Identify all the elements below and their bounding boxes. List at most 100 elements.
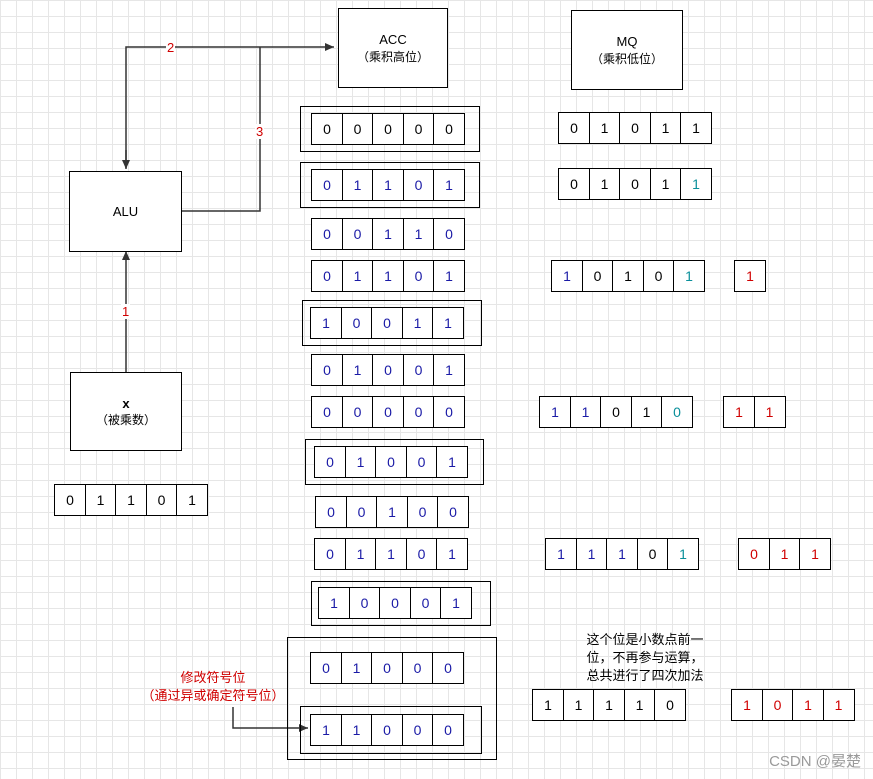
bit-cell: 1 <box>723 396 755 428</box>
bit-cell: 1 <box>310 307 342 339</box>
bit-cell: 0 <box>654 689 686 721</box>
acc-frame-1 <box>300 106 480 152</box>
bit-cell: 1 <box>341 354 374 386</box>
bit-cell: 1 <box>372 260 404 292</box>
mq-block: MQ （乘积低位） <box>571 10 683 90</box>
bit-cell: 0 <box>341 113 374 145</box>
shifted-out-register-1: 1 <box>734 260 766 292</box>
bit-cell: 1 <box>606 538 638 570</box>
bit-cell: 1 <box>340 714 373 746</box>
bit-cell: 0 <box>348 587 381 619</box>
alu-title: ALU <box>112 203 139 219</box>
bit-cell: 1 <box>630 396 663 428</box>
bit-cell: 1 <box>433 169 465 201</box>
bit-cell: 0 <box>372 113 404 145</box>
bit-cell: 1 <box>401 307 434 339</box>
bit-cell: 1 <box>344 538 377 570</box>
bit-cell: 0 <box>432 652 464 684</box>
bit-cell: 1 <box>310 714 342 746</box>
bit-cell: 1 <box>680 168 712 200</box>
bit-cell: 0 <box>405 538 438 570</box>
note-line-3: 总共进行了四次加法 <box>586 668 704 683</box>
x-subtitle: （被乘数） <box>95 413 156 428</box>
bit-cell: 1 <box>588 168 621 200</box>
bit-cell: 1 <box>372 169 404 201</box>
path-2-line <box>125 43 334 168</box>
bit-cell: 0 <box>402 354 435 386</box>
bit-cell: 1 <box>376 496 408 528</box>
bit-cell: 0 <box>311 260 343 292</box>
x-block: x （被乘数） <box>70 372 182 451</box>
bit-cell: 1 <box>440 587 472 619</box>
bit-cell: 1 <box>532 689 564 721</box>
bit-cell: 0 <box>401 652 434 684</box>
bit-cell: 0 <box>409 587 442 619</box>
bit-cell: 1 <box>649 168 682 200</box>
bit-cell: 0 <box>581 260 614 292</box>
bit-cell: 1 <box>562 689 595 721</box>
bit-cell: 0 <box>341 218 374 250</box>
bit-cell: 1 <box>545 538 577 570</box>
bit-cell: 1 <box>734 260 766 292</box>
arrow-label-3: 3 <box>255 124 265 139</box>
bit-cell: 0 <box>314 446 346 478</box>
bit-cell: 1 <box>402 218 435 250</box>
final-inner-frame <box>300 706 482 754</box>
bit-cell: 0 <box>558 112 590 144</box>
bit-cell: 1 <box>341 260 374 292</box>
final-outer-frame <box>287 637 497 760</box>
mq-title: MQ <box>616 34 638 50</box>
watermark: CSDN @晏楚 <box>769 753 861 770</box>
bit-cell: 0 <box>619 112 651 144</box>
acc-frame-8 <box>305 439 484 485</box>
bit-cell: 0 <box>311 169 343 201</box>
bit-cell: 0 <box>636 538 669 570</box>
bit-cell: 1 <box>432 307 464 339</box>
bit-cell: 1 <box>792 689 824 721</box>
bit-cell: 0 <box>379 587 411 619</box>
arrow-label-1: 1 <box>121 304 131 319</box>
bit-cell: 1 <box>588 112 621 144</box>
bit-cell: 1 <box>768 538 801 570</box>
bit-cell: 0 <box>433 113 465 145</box>
acc-frame-5 <box>302 300 482 346</box>
acc-subtitle: （乘积高位） <box>356 49 429 64</box>
arrow-label-2: 2 <box>166 40 176 55</box>
bit-cell: 1 <box>649 112 682 144</box>
bit-cell: 1 <box>673 260 705 292</box>
bit-cell: 0 <box>642 260 675 292</box>
bit-cell: 0 <box>371 307 403 339</box>
annotation-line-2: （通过异或确定符号位） <box>141 688 285 703</box>
bit-cell: 1 <box>667 538 699 570</box>
bit-cell: 1 <box>341 169 374 201</box>
bit-cell: 0 <box>401 714 434 746</box>
bit-cell: 1 <box>593 689 625 721</box>
bit-cell: 0 <box>372 354 404 386</box>
bit-cell: 0 <box>600 396 632 428</box>
bit-cell: 0 <box>311 113 343 145</box>
bit-cell: 0 <box>661 396 693 428</box>
bit-cell: 1 <box>623 689 656 721</box>
path-3-line <box>182 47 261 212</box>
annotation-arrow <box>232 707 308 732</box>
bit-cell: 1 <box>822 689 855 721</box>
bit-cell: 0 <box>402 396 435 428</box>
bit-cell: 0 <box>314 538 346 570</box>
acc-frame-2 <box>300 162 480 208</box>
bit-cell: 1 <box>372 218 404 250</box>
bit-cell: 0 <box>437 496 469 528</box>
bit-cell: 0 <box>345 496 378 528</box>
